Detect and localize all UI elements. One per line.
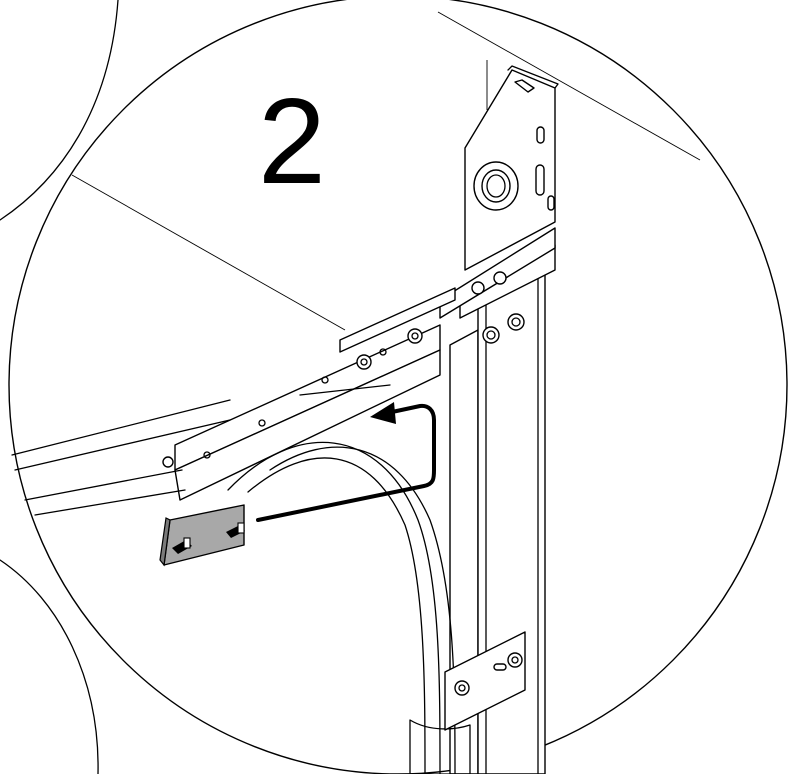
background-circle-top-left [0, 0, 119, 221]
gray-plate-with-studs [159, 504, 245, 567]
top-bearing-plate [464, 65, 559, 271]
wall-ceiling-line-left [71, 174, 346, 331]
track-bracket-lower [444, 631, 526, 731]
track-nuts [471, 271, 525, 344]
stud-right [226, 522, 245, 538]
wall-ceiling-line-right [437, 11, 701, 161]
horizontal-angle-bracket [162, 287, 456, 501]
step-number: 2 [258, 73, 326, 209]
horizontal-rails [11, 384, 391, 516]
background-circle-bottom-left [0, 559, 99, 774]
stud-left [172, 537, 192, 554]
insertion-arrow [256, 402, 436, 522]
